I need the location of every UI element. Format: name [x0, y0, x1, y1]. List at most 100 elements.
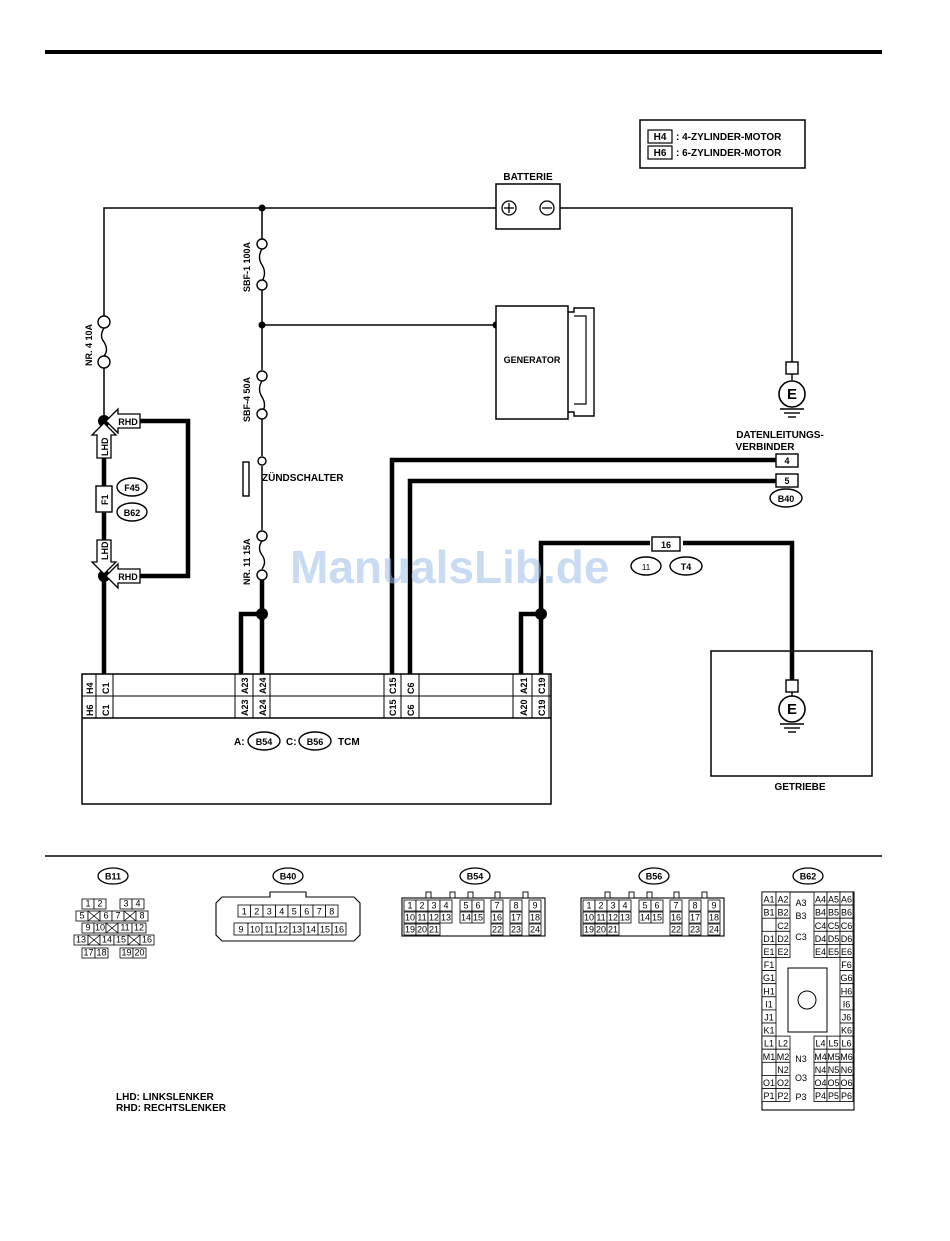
tcm-label: TCM	[338, 737, 360, 748]
b56-pin: 9	[711, 901, 716, 911]
ground-e-bottom: E	[787, 701, 797, 718]
b62-pin: K6	[841, 1026, 852, 1036]
b54-pin: 20	[417, 925, 427, 935]
b54-pin: 12	[429, 913, 439, 923]
lhd-label-bottom: LHD	[100, 541, 110, 560]
steering-arrows: RHD LHD LHD RHD	[90, 407, 141, 590]
b62-pin: N4	[815, 1065, 827, 1075]
b62-pin: P1	[763, 1091, 774, 1101]
b62-pin: J1	[764, 1013, 774, 1023]
b11-pin: 15	[116, 935, 126, 945]
b54-pin: 9	[532, 901, 537, 911]
fuse-sbf4: SBF-4 50A	[242, 370, 268, 422]
datalink-label-1: DATENLEITUNGS-	[736, 430, 824, 441]
face-b62-tag: B62	[800, 872, 817, 882]
b56-pin: 1	[586, 901, 591, 911]
b62-pin: E5	[828, 947, 839, 957]
b56-pin: 16	[671, 913, 681, 923]
b54-pin: 2	[419, 901, 424, 911]
b56-pin: 14	[640, 913, 650, 923]
fuse-nr4: NR. 4 10A	[84, 315, 111, 369]
b62-pin: D4	[815, 934, 827, 944]
b62-center-pin: A3	[795, 898, 806, 908]
watermark: ManualsLib.de	[290, 541, 609, 593]
fuse-nr11-label: NR. 11 15A	[242, 538, 252, 585]
transmission: E GETRIEBE	[710, 650, 873, 793]
generator-label: GENERATOR	[504, 355, 561, 365]
b62-pin: G6	[840, 973, 852, 983]
face-b54-tag: B54	[467, 872, 484, 882]
tcm-pin-r1-3: A24	[258, 677, 268, 694]
fuse-sbf4-label: SBF-4 50A	[242, 376, 252, 422]
b62-pin: K1	[763, 1026, 774, 1036]
generator: GENERATOR	[495, 305, 595, 420]
b54-pin: 15	[473, 913, 483, 923]
b11-pin: 1	[85, 899, 90, 909]
rhd-label-bottom: RHD	[118, 572, 138, 582]
b62-pin: E6	[841, 947, 852, 957]
b62-pin: B5	[828, 908, 839, 918]
face-b56-tag: B56	[646, 872, 663, 882]
fuse-sbf1: SBF-1 100A	[242, 238, 268, 292]
b56-pin: 15	[652, 913, 662, 923]
tcm-pin-r1-5: C6	[406, 682, 416, 694]
tcm-pin-r2-2: A23	[240, 699, 250, 716]
b40-pin: 11	[264, 925, 273, 935]
b56-pin: 18	[709, 913, 719, 923]
b62-pin: C5	[828, 921, 840, 931]
connector-b40-tag: B40	[778, 494, 795, 504]
tcm-prefix-c: C:	[286, 737, 297, 748]
tcm-pin-r1-1: C1	[101, 682, 111, 694]
b62-center-pin: N3	[795, 1054, 807, 1064]
b56-pin: 24	[709, 925, 719, 935]
datalink-pin-5: 5	[784, 476, 789, 486]
t4-other: 11	[642, 563, 651, 572]
b54-pin: 23	[511, 925, 521, 935]
b62-pin: L5	[828, 1039, 838, 1049]
rhd-label-top: RHD	[118, 417, 138, 427]
b56-pin: 20	[596, 925, 606, 935]
b62-pin: N5	[828, 1065, 840, 1075]
b62-pin: P2	[777, 1091, 788, 1101]
b62-pin: D2	[777, 934, 789, 944]
b62-pin: M1	[763, 1052, 776, 1062]
b54-pin: 13	[441, 913, 451, 923]
b56-pin: 4	[622, 901, 627, 911]
b56-pin: 22	[671, 925, 681, 935]
b62-pin: J6	[842, 1013, 852, 1023]
b62-pin: F1	[764, 960, 775, 970]
b62-pin: A5	[828, 895, 839, 905]
b54-pin: 19	[405, 925, 415, 935]
b62-pin: I1	[765, 999, 773, 1009]
tcm-pin-r2-4: C15	[388, 699, 398, 716]
b62-pin: B4	[815, 908, 826, 918]
b40-pin: 4	[279, 907, 284, 917]
b62-pin: M2	[777, 1052, 790, 1062]
b62-pin: A4	[815, 895, 826, 905]
b62-pin: I6	[843, 999, 851, 1009]
b56-pin: 3	[610, 901, 615, 911]
b56-pin: 23	[690, 925, 700, 935]
tcm-pin-r2-7: C19	[537, 699, 547, 716]
b56-pin: 2	[598, 901, 603, 911]
b54-pin: 1	[407, 901, 412, 911]
b62-pin: N6	[841, 1065, 853, 1075]
datalink-pin-4: 4	[784, 456, 789, 466]
b62-pin: H1	[763, 986, 775, 996]
transmission-label: GETRIEBE	[774, 782, 825, 793]
b54-pin: 24	[530, 925, 540, 935]
b54-pin: 16	[492, 913, 502, 923]
b11-pin: 16	[142, 935, 152, 945]
b11-pin: 8	[139, 911, 144, 921]
tcm-module: H4 C1 A23 A24 C15 C6 A21 C19 H6 C1 A23 A…	[81, 673, 552, 805]
b62-pin: A2	[777, 895, 788, 905]
b56-pin: 5	[642, 901, 647, 911]
b11-pin: 20	[134, 948, 144, 958]
b11-pin: 3	[123, 899, 128, 909]
b54-pin: 21	[429, 925, 439, 935]
